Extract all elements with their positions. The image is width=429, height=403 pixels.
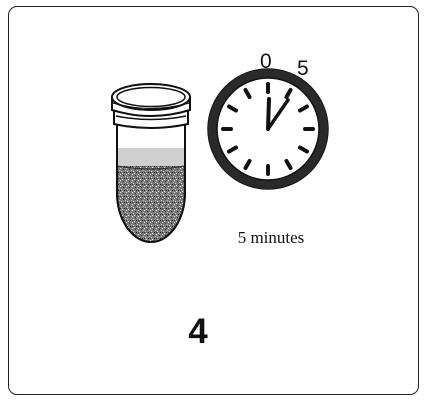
step-number: 4 (178, 314, 218, 349)
sample-tube-icon (112, 84, 190, 256)
clock-end-label: 5 (297, 58, 309, 79)
clock-start-label: 0 (260, 51, 272, 72)
clock-icon (208, 69, 328, 189)
duration-caption: 5 minutes (215, 228, 327, 248)
